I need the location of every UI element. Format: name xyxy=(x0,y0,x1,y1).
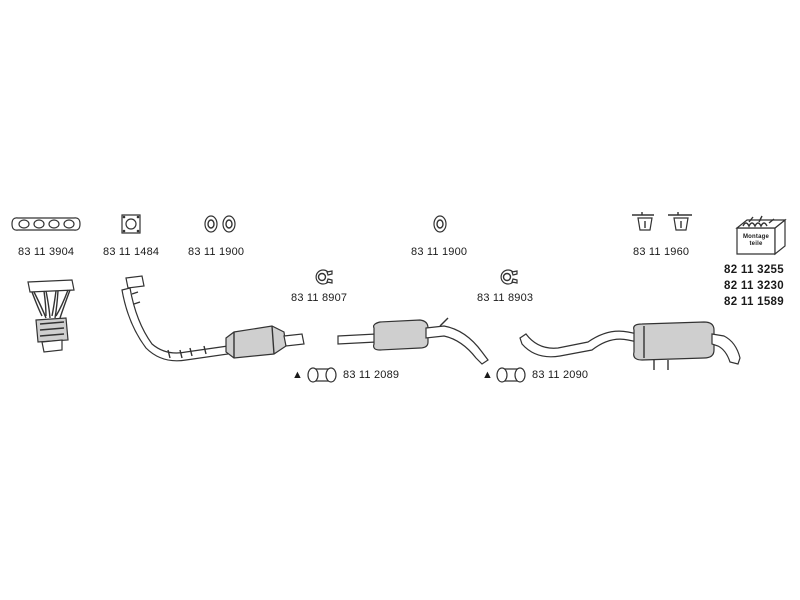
middle-silencer-icon xyxy=(336,316,494,366)
part-number-clamp-mid: 83 11 8903 xyxy=(477,292,534,304)
part-number-manifold-gasket: 83 11 3904 xyxy=(18,246,75,258)
warning-triangle-icon-mid: ▲ xyxy=(482,369,493,381)
warning-triangle-icon-front: ▲ xyxy=(292,369,303,381)
part-number-gasket-pair: 83 11 1900 xyxy=(188,246,245,258)
part-number-sleeve-front: 83 11 2089 xyxy=(343,369,400,381)
kit-code-2: 82 11 3230 xyxy=(724,280,784,292)
rear-silencer-icon xyxy=(518,320,746,372)
part-number-square-gasket: 83 11 1484 xyxy=(103,246,160,258)
sleeve-front-icon xyxy=(306,366,338,384)
exhaust-manifold-icon xyxy=(22,278,80,356)
square-gasket-icon xyxy=(120,213,142,235)
kit-code-3: 82 11 1589 xyxy=(724,296,784,308)
front-pipe-catalyst-icon xyxy=(121,274,308,366)
center-gasket-icon xyxy=(433,214,447,234)
mounting-kit-box-icon xyxy=(733,214,787,256)
hanger-pair-icon xyxy=(630,212,702,234)
part-number-sleeve-mid: 83 11 2090 xyxy=(532,369,589,381)
sleeve-mid-icon xyxy=(495,366,527,384)
clamp-front-icon xyxy=(313,268,333,286)
part-number-clamp-front: 83 11 8907 xyxy=(291,292,348,304)
mounting-kit-box-text: Montage teile xyxy=(742,234,770,247)
part-number-hanger-pair: 83 11 1960 xyxy=(633,246,690,258)
gasket-pair-icon xyxy=(203,214,237,234)
part-number-center-gasket: 83 11 1900 xyxy=(411,246,468,258)
kit-code-1: 82 11 3255 xyxy=(724,264,784,276)
manifold-gasket-icon xyxy=(10,214,82,234)
clamp-mid-icon xyxy=(498,268,518,286)
